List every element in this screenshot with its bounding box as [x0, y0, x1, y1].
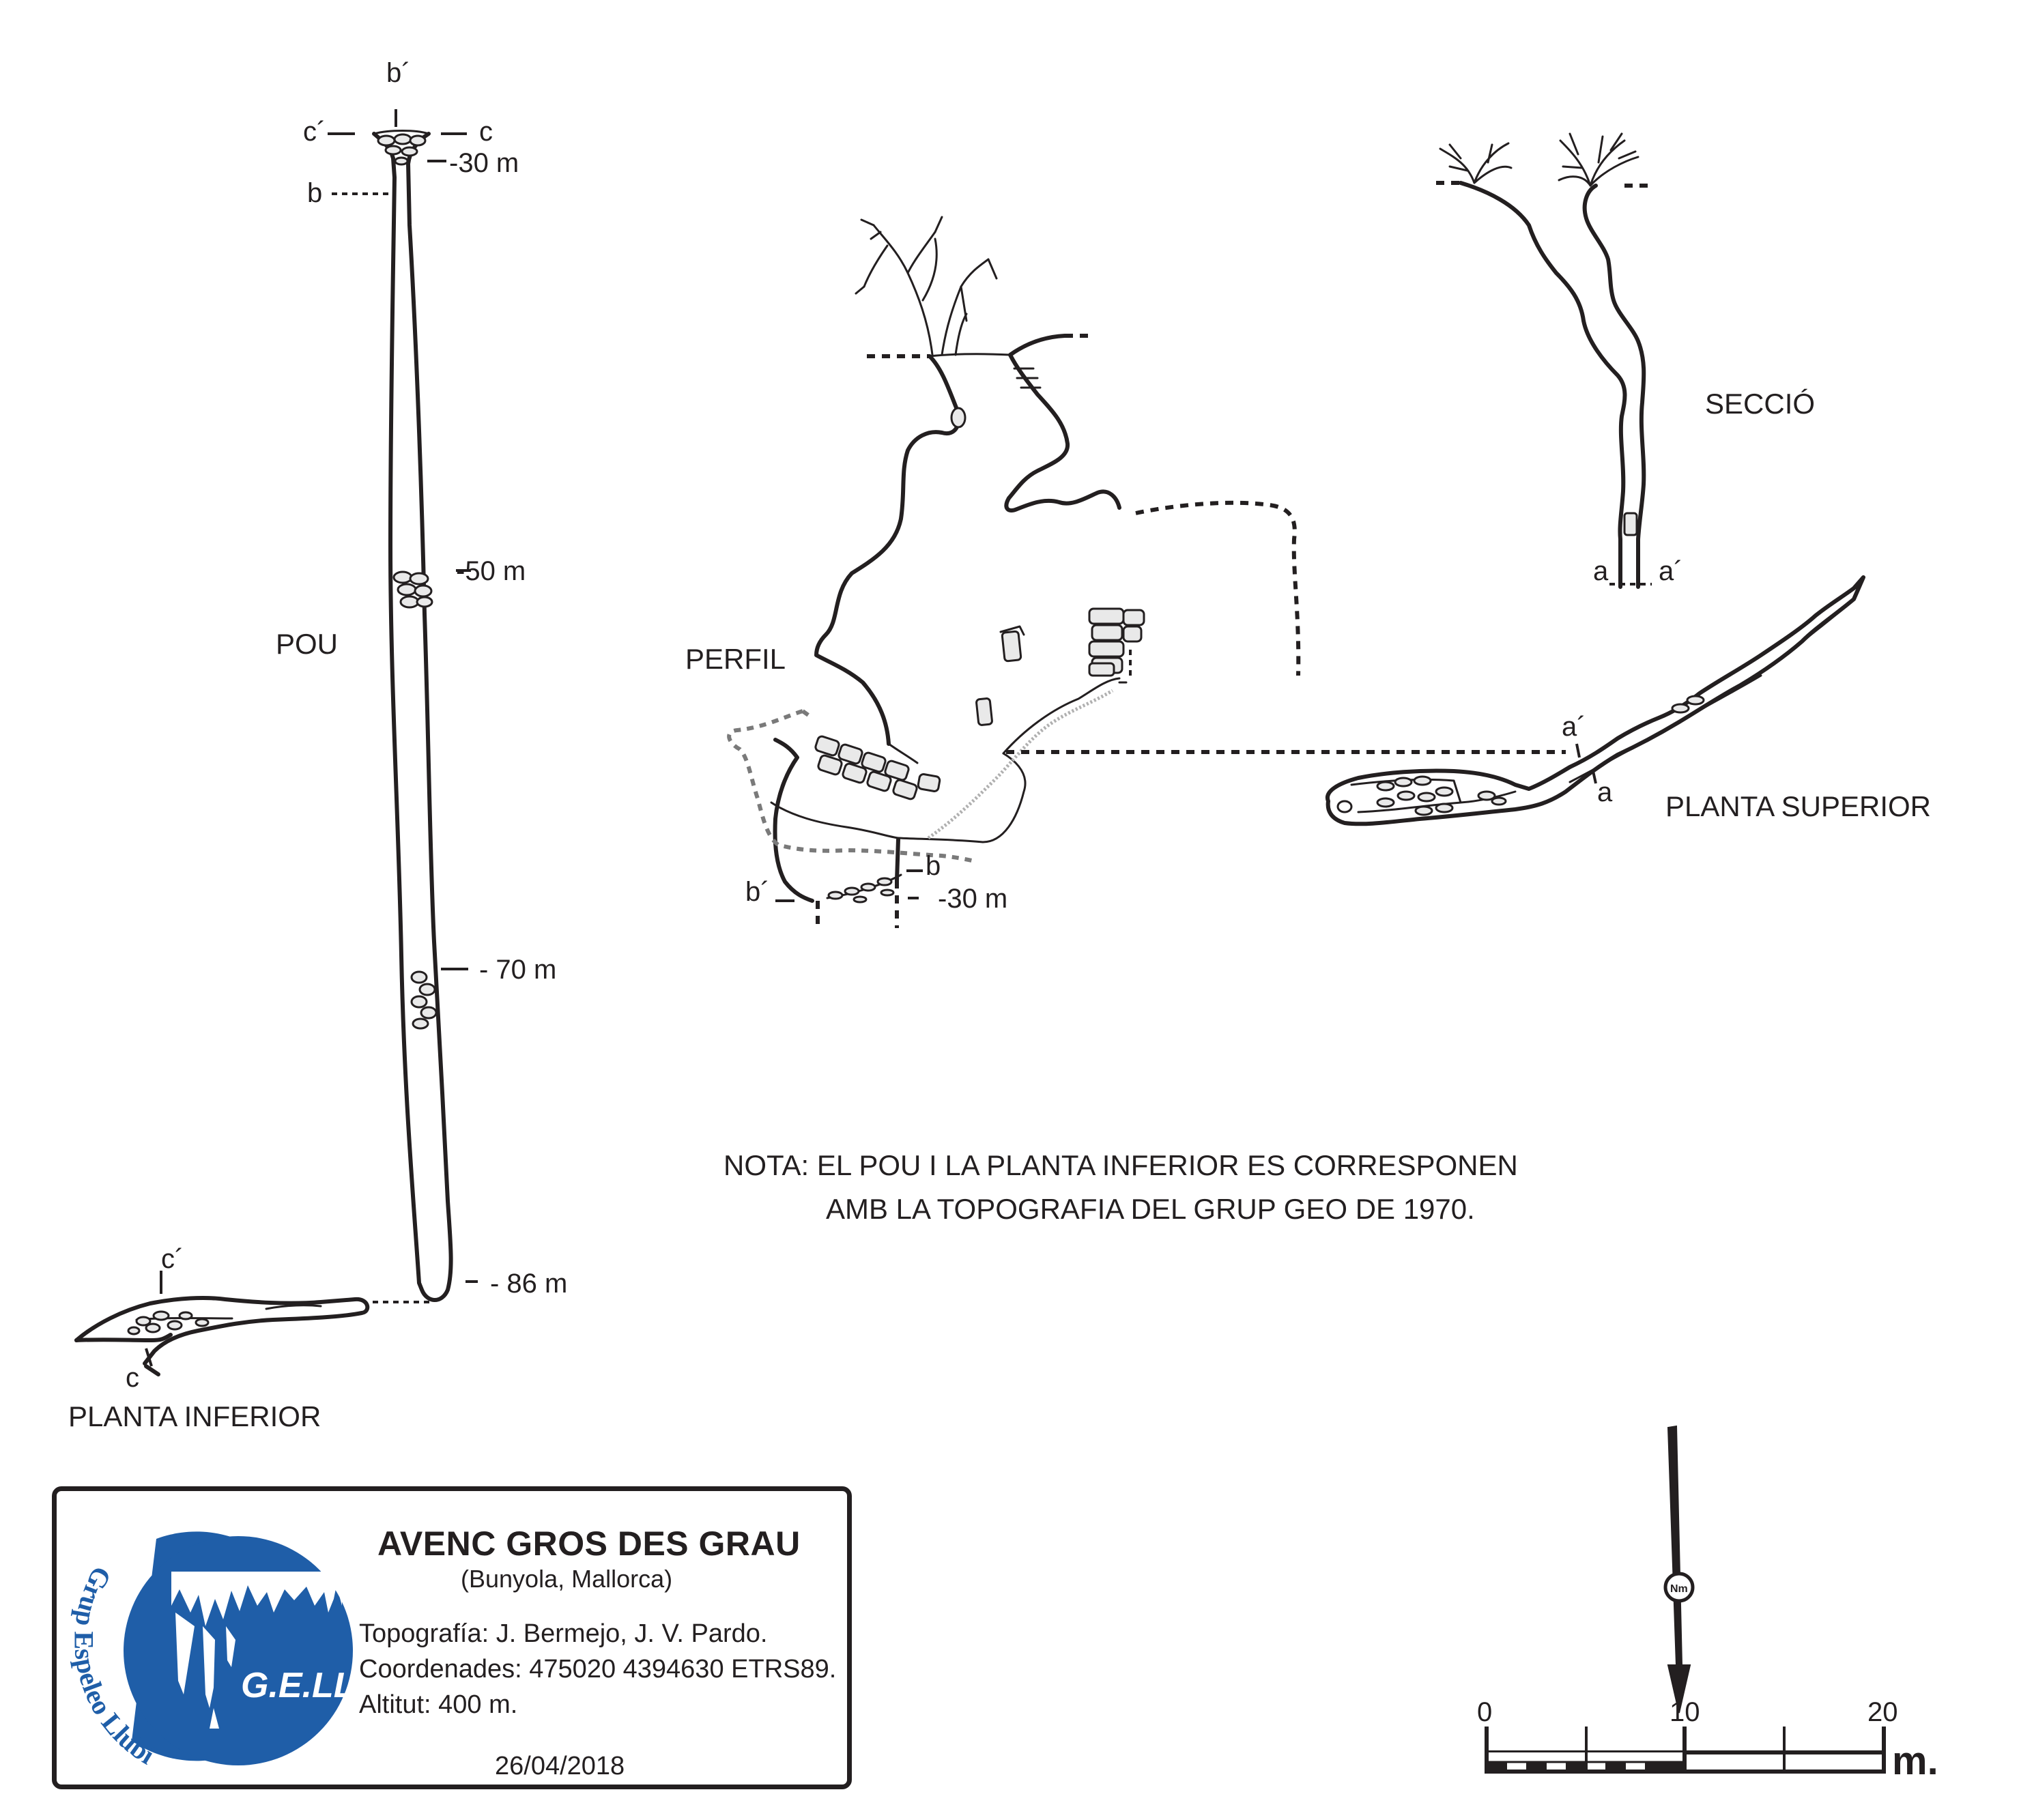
topografia-credit: Topografía: J. Bermejo, J. V. Pardo.	[359, 1619, 768, 1648]
inferior-blocks	[127, 1310, 210, 1335]
perfil-b-wall	[895, 837, 900, 882]
pou-blocks-50	[392, 570, 433, 609]
perfil-depth-30: -30 m	[938, 884, 1007, 914]
cave-location: (Bunyola, Mallorca)	[461, 1565, 673, 1593]
pou-b: b	[307, 178, 322, 208]
planta-superior-label: PLANTA SUPERIOR	[1665, 790, 1931, 822]
inf-c-line	[145, 1348, 153, 1367]
planta-inferior-label: PLANTA INFERIOR	[68, 1400, 321, 1432]
gell-logo-icon: G.E.LL. Grup Espeleo Llubí	[68, 1531, 365, 1771]
perfil-label: PERFIL	[685, 643, 786, 675]
scale-unit: m.	[1892, 1739, 1938, 1783]
pou-label: POU	[276, 628, 338, 660]
gell-logo: G.E.LL. Grup Espeleo Llubí	[68, 1524, 365, 1790]
seccio-label: SECCIÓ	[1705, 388, 1815, 420]
nota-line-2: AMB LA TOPOGRAFIA DEL GRUP GEO DE 1970.	[826, 1193, 1475, 1225]
scale-bar: 0 10 20 m.	[1477, 1697, 1938, 1783]
sup-a-line	[1592, 770, 1597, 784]
depth-30: -30 m	[449, 148, 519, 178]
depth-86: - 86 m	[490, 1269, 567, 1299]
pou-b-prime: b´	[386, 58, 411, 88]
sup-a: a	[1597, 777, 1613, 807]
superior-blocks	[1376, 695, 1705, 816]
pou-top-blocks	[377, 133, 427, 166]
coordinates: Coordenades: 475020 4394630 ETRS89.	[359, 1655, 837, 1684]
pou-blocks-70	[410, 970, 438, 1030]
survey-date: 26/04/2018	[495, 1752, 625, 1780]
perfil-bottom-blocks	[826, 873, 902, 904]
inf-c-prime: c´	[161, 1244, 184, 1274]
seccio-a: a	[1593, 556, 1609, 586]
depth-70: - 70 m	[479, 955, 556, 985]
perfil-boulders	[814, 735, 941, 800]
inf-c: c	[126, 1363, 139, 1393]
seccio-a-prime: a´	[1659, 556, 1683, 586]
seccio-shrub-right	[1558, 132, 1639, 187]
seccio-shrub-left	[1439, 142, 1513, 184]
sup-a-prime-line	[1575, 743, 1581, 758]
perfil-b: b	[926, 851, 941, 881]
scale-tick-10: 10	[1670, 1697, 1700, 1727]
perfil-block-wall	[1088, 607, 1145, 680]
scale-tick-0: 0	[1477, 1697, 1492, 1727]
pou-shaft: b´ c´ c b -30 m -50 m - 70 m - 86 m POU	[276, 58, 567, 1303]
perfil: b´ b -30 m PERFIL	[685, 216, 1566, 928]
depth-50: -50 m	[456, 556, 526, 586]
scale-tick-20: 20	[1867, 1697, 1898, 1727]
sup-a-prime: a´	[1562, 712, 1586, 742]
perfil-b-prime: b´	[745, 877, 770, 907]
planta-inferior: c´ c PLANTA INFERIOR	[68, 1244, 370, 1432]
north-arrow-icon: Nm	[1663, 1425, 1695, 1714]
logo-text: G.E.LL.	[241, 1666, 356, 1705]
seccio: a a´ SECCIÓ	[1436, 132, 1815, 589]
nota-line-1: NOTA: EL POU I LA PLANTA INFERIOR ES COR…	[724, 1149, 1518, 1181]
pou-c: c	[479, 117, 493, 147]
north-arrow-label: Nm	[1670, 1583, 1688, 1595]
altitude: Altitut: 400 m.	[359, 1690, 518, 1719]
pou-c-prime: c´	[303, 117, 326, 147]
perfil-tree	[855, 216, 998, 356]
title-card: G.E.LL. Grup Espeleo Llubí AVENC GROS DE…	[52, 1486, 852, 1789]
planta-superior: a´ a PLANTA SUPERIOR	[1325, 575, 1931, 826]
cave-title: AVENC GROS DES GRAU	[377, 1525, 801, 1563]
